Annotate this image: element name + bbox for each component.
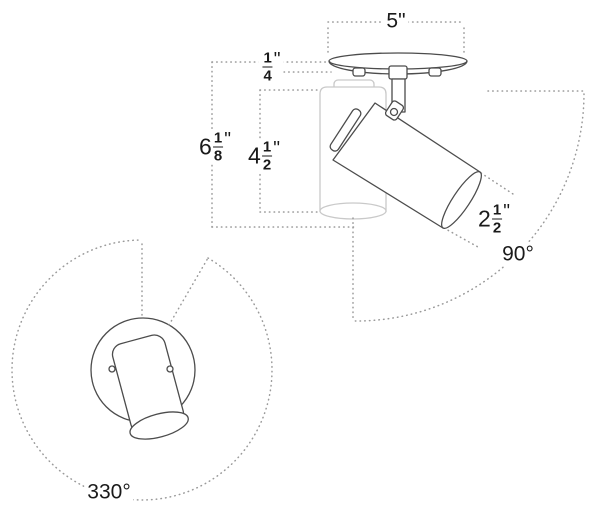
canopy-screw-right bbox=[428, 67, 442, 77]
canopy-diameter-label: 5" bbox=[383, 9, 409, 33]
whole-number: 4 bbox=[248, 142, 261, 169]
hinge-pivot-screw bbox=[389, 107, 399, 117]
mounting-stem bbox=[388, 65, 408, 113]
head-diameter-upper-tick bbox=[480, 172, 514, 195]
whole-number: 6 bbox=[199, 133, 212, 160]
fraction-numerator: 1 bbox=[261, 138, 273, 157]
fraction-denominator: 2 bbox=[262, 156, 272, 174]
fraction: 1 4 bbox=[262, 49, 273, 85]
overall-drop-label: 6 1 8 " bbox=[196, 129, 234, 165]
inch-mark: " bbox=[273, 138, 280, 160]
head-diameter-lower-tick bbox=[443, 227, 479, 248]
tilt-range-label: 90° bbox=[499, 242, 537, 266]
fraction-numerator: 1 bbox=[212, 129, 224, 148]
fraction-numerator: 1 bbox=[262, 49, 273, 68]
inch-mark: " bbox=[503, 201, 510, 223]
rotation-angle-value: 330 bbox=[87, 480, 123, 504]
bottom-view bbox=[11, 239, 273, 501]
fraction: 1 2 bbox=[261, 138, 273, 174]
spotlight-head bbox=[329, 100, 482, 229]
canopy-thickness-label: 1 4 " bbox=[258, 49, 284, 85]
head-bottom-view bbox=[111, 334, 189, 440]
fraction: 1 2 bbox=[491, 201, 503, 237]
fraction: 1 8 bbox=[212, 129, 224, 165]
head-rear-bezel bbox=[329, 108, 362, 152]
fraction-numerator: 1 bbox=[491, 201, 503, 220]
rotation-range-arc bbox=[11, 239, 273, 501]
inch-mark: " bbox=[224, 129, 231, 151]
degree-mark: ° bbox=[122, 480, 131, 504]
canopy-diameter-value: 5 bbox=[386, 9, 399, 33]
canopy-side bbox=[328, 52, 468, 77]
stem-collar bbox=[388, 65, 408, 80]
fraction-denominator: 4 bbox=[263, 67, 272, 85]
head-diameter-label: 2 1 2 " bbox=[475, 201, 513, 237]
fraction-denominator: 8 bbox=[213, 147, 223, 165]
degree-mark: ° bbox=[525, 242, 534, 266]
inch-mark: " bbox=[273, 49, 281, 71]
rotation-range-label: 330° bbox=[84, 480, 134, 504]
head-length-label: 4 1 2 " bbox=[245, 138, 283, 174]
whole-number: 2 bbox=[478, 205, 491, 232]
inch-mark: " bbox=[398, 9, 406, 33]
canopy-screw-hole-left bbox=[108, 365, 116, 373]
canopy-screw-left bbox=[352, 67, 366, 77]
rotation-arc-offset-boundary bbox=[168, 257, 209, 326]
canopy-screw-hole-right bbox=[166, 365, 174, 373]
ghost-head-lens bbox=[319, 202, 387, 220]
fraction-denominator: 2 bbox=[492, 219, 502, 237]
tilt-angle-value: 90 bbox=[502, 242, 526, 266]
head-lens-rim bbox=[441, 171, 482, 229]
head-bottom-lens bbox=[129, 411, 189, 440]
